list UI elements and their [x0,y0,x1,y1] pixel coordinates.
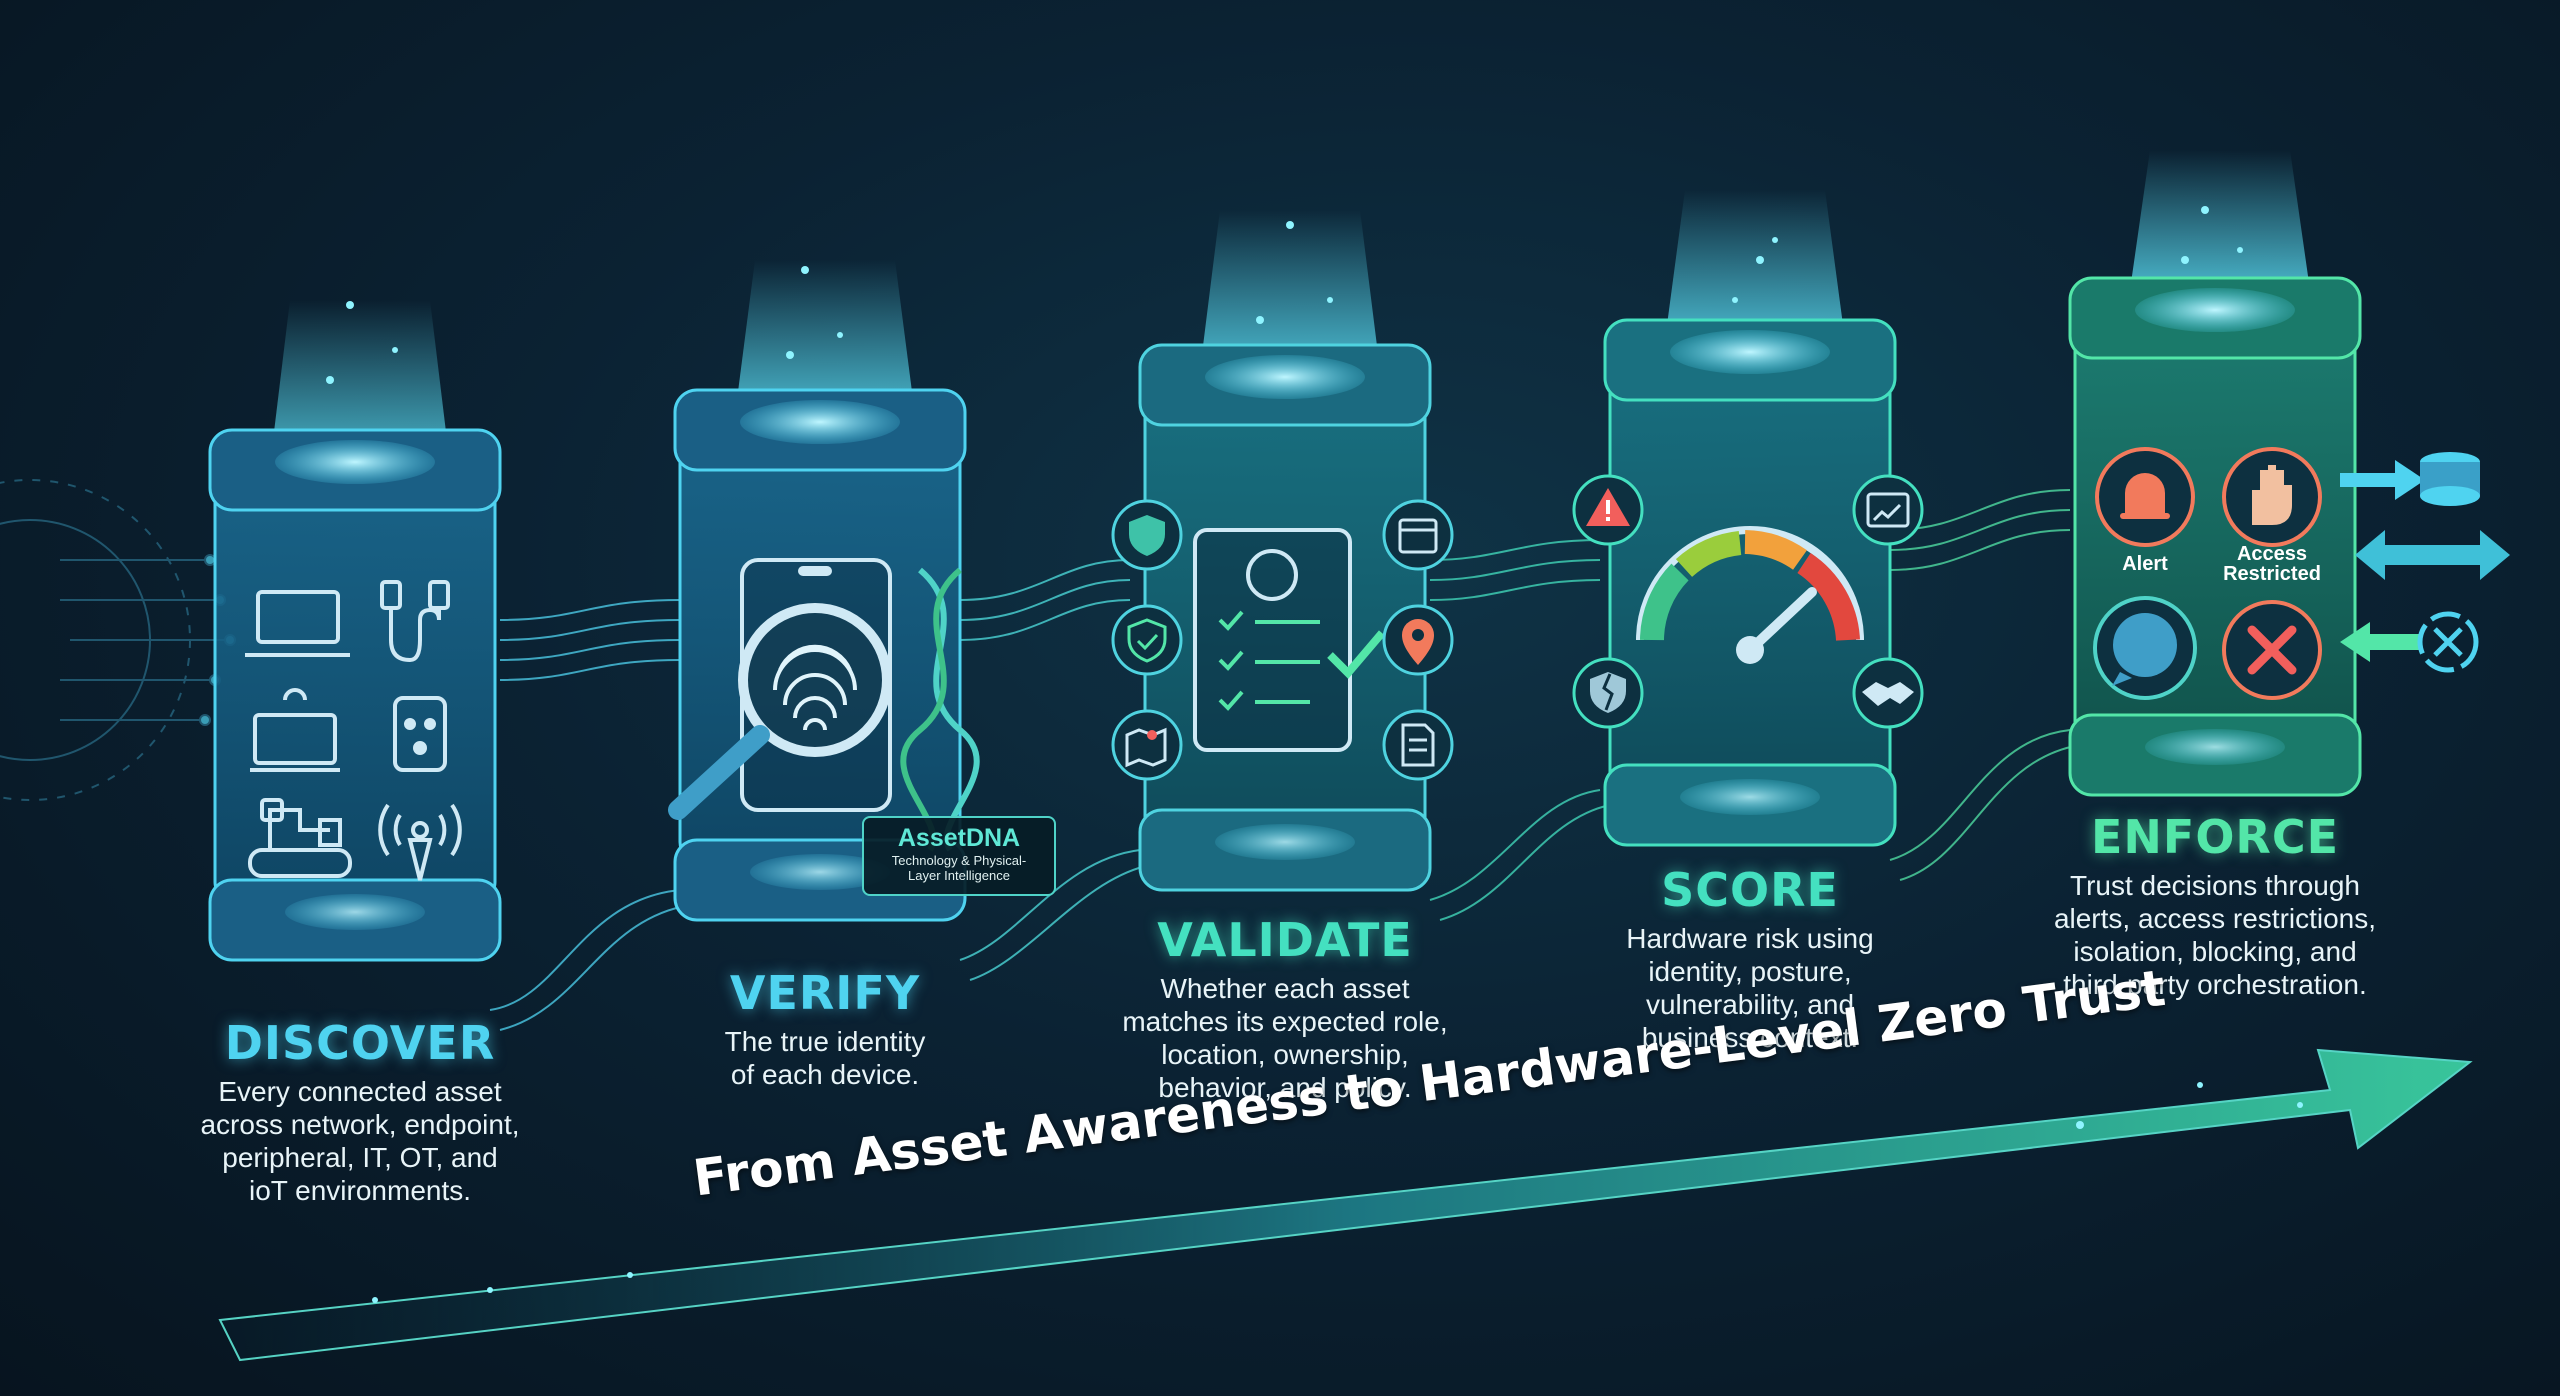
desc-line: ioT environments. [248,1174,472,1206]
shield-icon [1111,499,1183,571]
desc-line: The true identity [724,1025,926,1057]
stage-verify: VERIFY The true identity of each device. [625,968,1025,1091]
stage-discover: DISCOVER Every connected asset across ne… [150,1018,570,1207]
chat-bubble-icon [2093,596,2197,700]
handshake-icon [1852,657,1924,729]
access-restricted-label: Access Restricted [2212,544,2332,584]
database-icon [2340,452,2480,506]
pillar-validate [1111,210,1454,892]
power-outlet-icon [393,696,447,772]
alarm-bell-icon [2095,447,2195,547]
pillar-enforce [2068,150,2510,797]
stop-hand-icon [2222,447,2322,547]
pillar-score [1572,190,1924,847]
stage-validate: VALIDATE Whether each asset matches its … [1065,915,1505,1104]
desc-line: vulnerability, and [1645,988,1855,1020]
stage-enforce: ENFORCE Trust decisions through alerts, … [2005,812,2425,1001]
location-pin-icon [1382,604,1454,676]
stage-title-validate: VALIDATE [1157,913,1413,967]
fingerprint-magnifier-icon [668,603,892,820]
data-streams [489,489,2081,1031]
desc-line: business context. [1641,1021,1859,1053]
shield-check-icon [1111,604,1183,676]
access-label-line2: Restricted [2223,563,2321,585]
stage-title-verify: VERIFY [729,966,921,1020]
desc-line: peripheral, IT, OT, and [222,1141,498,1173]
desc-line: alerts, access restrictions, [2053,902,2377,934]
stage-score: SCORE Hardware risk using identity, post… [1550,865,1950,1054]
pillar-verify [668,260,980,922]
map-pin-icon [1111,709,1183,781]
calendar-icon [1382,499,1454,571]
document-icon [1382,709,1454,781]
desc-line: behavior, and policy. [1158,1071,1412,1103]
desc-line: location, ownership, [1161,1038,1409,1070]
asset-dna-subtitle-line2: Layer Intelligence [908,868,1010,883]
risk-gauge-icon [1636,526,1864,664]
desc-line: matches its expected role, [1122,1005,1448,1037]
desc-line: across network, endpoint, [200,1108,520,1140]
stage-desc-enforce: Trust decisions through alerts, access r… [2005,869,2425,1001]
blocked-circle-icon [2340,611,2479,673]
pillar-discover [208,300,502,962]
progress-arrow [218,1048,2473,1362]
stage-title-discover: DISCOVER [224,1016,496,1070]
desc-line: Whether each asset [1160,972,1410,1004]
broken-shield-icon [1572,657,1644,729]
stage-desc-validate: Whether each asset matches its expected … [1065,972,1505,1104]
alert-label: Alert [2122,553,2168,575]
stage-title-score: SCORE [1661,863,1839,917]
desc-line: Hardware risk using [1626,922,1874,954]
stage-desc-score: Hardware risk using identity, posture, v… [1550,922,1950,1054]
bidirectional-arrow-icon [2355,530,2510,580]
asset-dna-label: AssetDNA Technology & Physical- Layer In… [862,816,1056,896]
wireless-tower-icon [378,803,462,881]
desc-line: Trust decisions through [2070,869,2360,901]
desc-line: Every connected asset [218,1075,502,1107]
access-label-line1: Access [2236,543,2308,565]
asset-dna-subtitle-line1: Technology & Physical- [891,853,1027,868]
cable-icon [380,580,450,663]
asset-dna-title: AssetDNA [897,824,1021,852]
dna-helix-icon [900,567,980,852]
circuit-decoration [0,479,236,801]
profile-checklist-icon [1193,528,1386,752]
desktop-icon [250,688,340,772]
desc-line: third-party orchestration. [2063,968,2367,1000]
browser-chart-icon [1852,474,1924,546]
stage-desc-verify: The true identity of each device. [625,1025,1025,1091]
stage-desc-discover: Every connected asset across network, en… [150,1075,570,1207]
warning-icon [1572,474,1644,546]
stage-title-enforce: ENFORCE [2090,810,2340,864]
industrial-robot-icon [248,798,352,878]
close-x-icon [2222,600,2322,700]
desc-line: identity, posture, [1648,955,1852,987]
sparkles [326,206,2303,1303]
desc-line: isolation, blocking, and [2073,935,2357,967]
laptop-icon [245,590,350,657]
desc-line: of each device. [730,1058,920,1090]
